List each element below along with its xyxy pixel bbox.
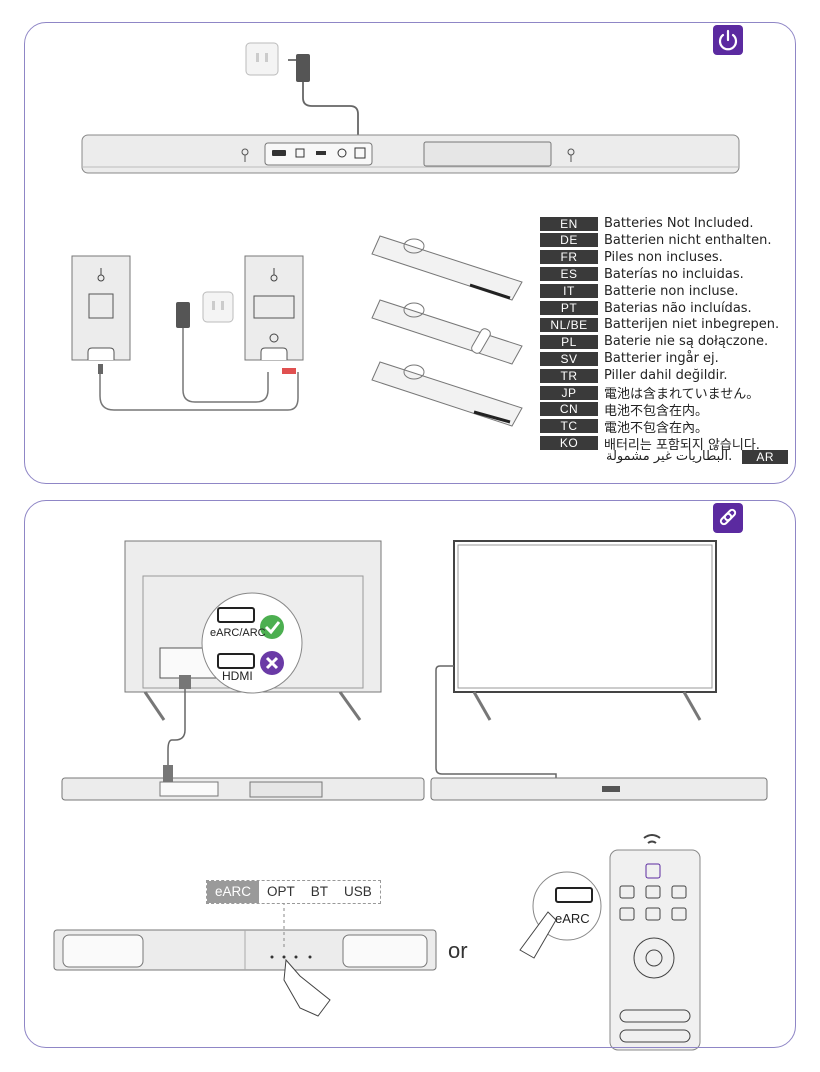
hdmi-label: HDMI [222,669,253,683]
remote-earc-callout [519,871,602,959]
wall-outlet-icon [245,42,279,76]
language-code: KO [540,436,598,451]
language-text: Batterier ingår ej. [604,351,719,367]
language-code: FR [540,250,598,265]
remote-control [609,834,701,1051]
arabic-row: البطاريات غير مشمولة. AR [606,449,789,464]
language-row: FR Piles non incluses. [540,250,723,265]
language-code: NL/BE [540,317,598,332]
earc-arc-label: eARC/ARC [210,627,266,639]
subwoofer-left [71,255,299,411]
language-text: Baterie nie są dołączone. [604,334,769,350]
language-row: EN Batteries Not Included. [540,216,754,231]
language-text: Batteries Not Included. [604,216,754,231]
language-row: CN 电池不包含在内。 [540,402,709,419]
language-row: TR Piller dahil değildir. [540,368,728,383]
language-code: IT [540,284,598,299]
arabic-code: AR [742,449,789,464]
language-row: SV Batterier ingår ej. [540,351,719,366]
language-code: EN [540,216,598,231]
language-code: PT [540,301,598,315]
soundbar-front-panel [53,902,437,1017]
language-row: KO 배터리는 포함되지 않습니다. [540,436,760,453]
source-bt[interactable]: BT [310,884,329,899]
language-text: 電池不包含在內。 [604,420,709,436]
language-row: NL/BE Batterijen niet inbegrepen. [540,317,779,332]
link-icon [719,508,737,526]
source-earc[interactable]: eARC [207,881,260,903]
soundbar-front-top-view [430,777,768,801]
subwoofer-right [244,255,304,374]
source-opt[interactable]: OPT [267,884,295,899]
language-code: DE [540,233,598,248]
language-code: JP [540,385,598,400]
language-row: DE Batterien nicht enthalten. [540,233,772,248]
source-selector: eARC OPT BT USB [206,880,381,904]
language-code: CN [540,402,598,417]
language-row: PT Baterias não incluídas. [540,301,752,316]
language-code: ES [540,267,598,282]
language-text: 배터리는 포함되지 않습니다. [604,437,760,453]
remote-battery-step-3 [371,361,523,427]
tv-front-view [435,540,717,780]
language-row: ES Baterías no incluidas. [540,267,744,282]
soundbar-back-wired [61,765,425,801]
remote-battery-step-1 [371,235,523,301]
language-text: Batterien nicht enthalten. [604,232,772,248]
language-row: JP 電池は含まれていません。 [540,385,760,402]
language-code: PL [540,334,598,349]
or-separator: or [448,938,468,963]
language-text: Piller dahil değildir. [604,368,728,384]
language-code: SV [540,351,598,366]
language-row: TC 電池不包含在內。 [540,419,709,436]
language-row: PL Baterie nie są dołączone. [540,334,768,349]
connect-badge [713,503,743,533]
language-text: Batterie non incluse. [604,283,739,299]
language-text: 電池は含まれていません。 [604,387,760,402]
language-code: TR [540,368,598,383]
connect-section-panel [24,500,796,1048]
language-text: Piles non incluses. [604,249,723,265]
remote-callout-label: eARC [555,911,590,926]
arabic-text: البطاريات غير مشمولة. [606,449,733,464]
source-usb[interactable]: USB [344,884,372,899]
language-text: 电池不包含在内。 [604,403,709,419]
language-code: TC [540,419,598,434]
language-row: IT Batterie non incluse. [540,284,738,299]
power-icon [718,29,738,51]
language-text: Baterías no incluidas. [604,266,744,282]
power-adapter-icon [288,54,359,145]
adapter-outlet-middle [176,291,269,403]
hdmi-callout-bubble [201,592,303,694]
soundbar-back-view [81,134,740,174]
language-text: Baterias não incluídas. [604,300,752,316]
language-text: Batterijen niet inbegrepen. [604,317,780,333]
power-badge [713,25,743,55]
remote-battery-step-2 [371,299,523,365]
